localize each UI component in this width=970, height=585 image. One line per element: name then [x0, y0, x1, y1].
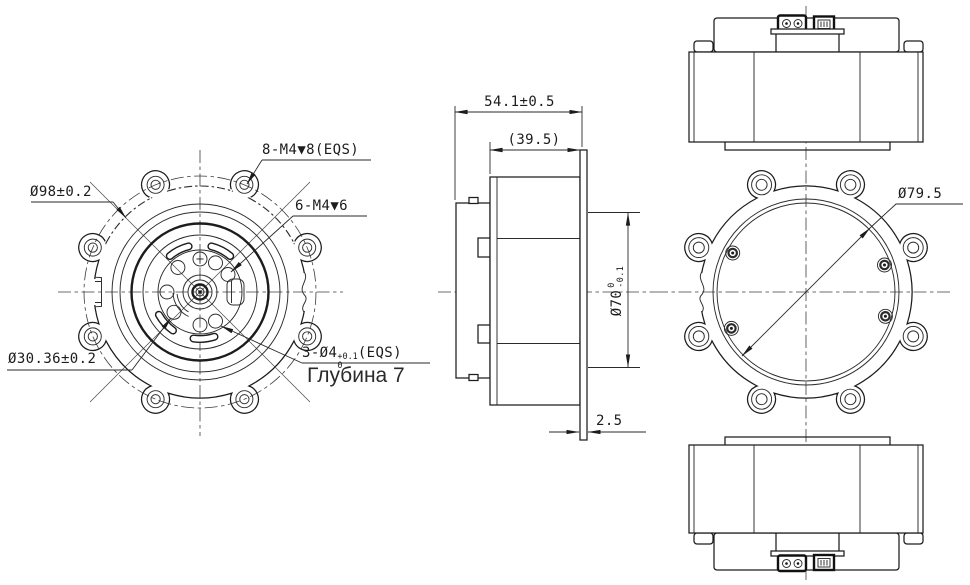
flange-wave-cut	[301, 271, 307, 313]
hidden-edge-arc	[105, 197, 152, 244]
back-face-screws	[723, 245, 893, 336]
bottom-connector-block	[770, 533, 845, 573]
side-flange-plate	[579, 149, 588, 441]
back-spigot-circle	[712, 198, 900, 386]
bottom-tab-right	[903, 532, 924, 545]
tol-upper: +0.1	[337, 352, 358, 362]
pin-holes-prefix: 3-Ø4	[302, 345, 338, 361]
top-view	[688, 14, 924, 151]
spigot-prefix: Ø70	[609, 289, 625, 317]
side-tab-bottom	[477, 324, 491, 344]
bolt-circle	[83, 175, 317, 409]
bottom-main-body	[688, 444, 924, 534]
side-tab-top	[477, 237, 491, 258]
dim-overall-length: 54.1±0.5	[484, 94, 555, 110]
top-tab-right	[903, 40, 924, 53]
hidden-edge-arc	[167, 185, 233, 192]
back-spigot-circle-inner	[716, 202, 896, 382]
front-keyway	[226, 278, 245, 306]
side-view-dimensions	[454, 106, 646, 435]
dim-hub-diameter: Ø30.36±0.2	[8, 351, 97, 367]
side-output-cylinder	[455, 202, 491, 379]
side-lip-bottom	[468, 373, 479, 382]
dim-body-length: (39.5)	[507, 132, 561, 148]
top-tab-left	[693, 40, 714, 53]
connector-pedestal	[775, 34, 840, 52]
front-body-circles	[111, 203, 289, 381]
depth-note: Глубина 7	[307, 364, 405, 387]
dim-flange-thickness: 2.5	[596, 413, 623, 429]
connector-pedestal	[775, 533, 840, 551]
connector-base-plate	[770, 28, 845, 35]
bottom-tab-left	[693, 532, 714, 545]
side-lip-top	[468, 196, 479, 205]
hidden-edge-arc	[248, 197, 295, 244]
side-main-body	[489, 176, 581, 406]
back-mount-holes	[688, 174, 924, 410]
pin-holes-suffix: (EQS)	[357, 345, 402, 361]
back-view-dimension	[741, 203, 963, 357]
connector-base-plate	[770, 550, 845, 557]
top-bottom-step	[724, 142, 891, 151]
bottom-top-step	[724, 436, 891, 445]
dim-spigot-diameter-back: Ø79.5	[898, 186, 943, 202]
bottom-view	[688, 436, 924, 573]
top-connector-block	[770, 14, 845, 52]
flange-wave-cut	[699, 271, 705, 313]
tol-lower: -0.1	[616, 265, 626, 288]
side-view	[438, 106, 655, 441]
label-face-holes: 6-M4▼6	[295, 198, 348, 214]
dim-bolt-circle-diameter: Ø98±0.2	[30, 184, 92, 200]
spigot-tolerance: 0-0.1	[607, 265, 626, 288]
front-view-leaders	[7, 159, 430, 371]
front-view	[7, 150, 430, 436]
label-mount-holes: 8-M4▼8(EQS)	[262, 142, 360, 158]
front-mount-holes	[83, 175, 317, 409]
top-main-body	[688, 51, 924, 143]
tol-lower: 0	[337, 360, 343, 371]
front-center-bore	[172, 274, 218, 317]
